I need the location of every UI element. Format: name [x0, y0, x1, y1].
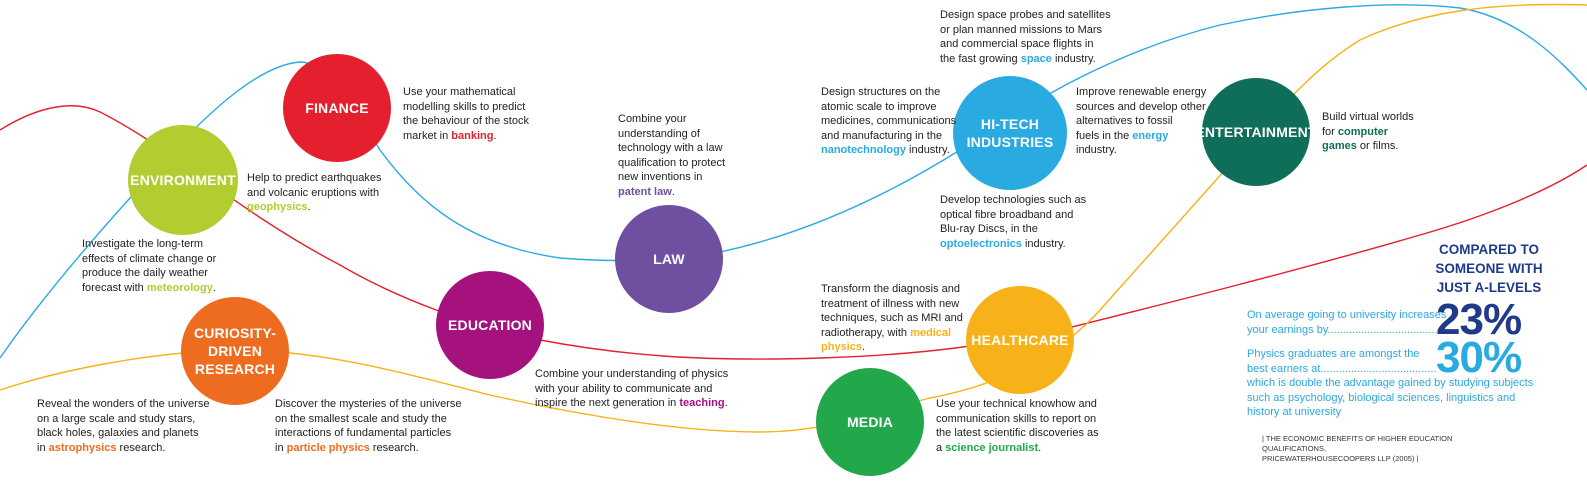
stat-value-23: 23% [1436, 295, 1522, 344]
circle-education: EDUCATION [436, 271, 544, 379]
circle-curiosity-driven-research: CURIOSITY- DRIVEN RESEARCH [181, 297, 289, 405]
desc-highlight: energy [1132, 129, 1169, 142]
stat-line-physics-graduates: Physics graduates are amongst the best e… [1247, 348, 1534, 419]
desc-finance: Use your mathematical modelling skills t… [403, 85, 553, 143]
desc-text-end: industry. [905, 144, 950, 157]
desc-nanotechnology: Design structures on the atomic scale to… [821, 85, 961, 158]
desc-highlight: banking [451, 129, 494, 142]
desc-text-end: . [724, 397, 728, 410]
desc-text-end: . [671, 185, 675, 198]
circle-healthcare: HEALTHCARE [966, 286, 1074, 394]
desc-text: Use your mathematical modelling skills t… [403, 86, 529, 142]
desc-highlight: science journalist [945, 441, 1039, 454]
circle-finance: FINANCE [283, 54, 391, 162]
desc-highlight: meteorology [146, 281, 213, 294]
desc-highlight: particle physics [286, 441, 370, 454]
desc-energy: Improve renewable energy sources and dev… [1076, 85, 1216, 158]
circle-environment: ENVIRONMENT [128, 125, 238, 235]
desc-text: Help to predict earthquakes and volcanic… [247, 172, 382, 199]
desc-text-end: . [212, 281, 216, 294]
stats-source: | THE ECONOMIC BENEFITS OF HIGHER EDUCAT… [1262, 434, 1453, 463]
desc-highlight: nanotechnology [821, 144, 906, 157]
stat-line-earnings: On average going to university increases… [1247, 309, 1447, 336]
desc-patent-law: Combine your understanding of technology… [618, 112, 748, 200]
desc-text-end: or films. [1356, 140, 1399, 153]
desc-highlight: optoelectronics [940, 237, 1022, 250]
desc-text-end: . [1038, 441, 1042, 454]
desc-text: Reveal the wonders of the universe on a … [37, 398, 210, 454]
desc-teaching: Combine your understanding of physics wi… [535, 367, 745, 411]
desc-meteorology: Investigate the long-term effects of cli… [82, 237, 242, 295]
desc-optoelectronics: Develop technologies such as optical fib… [940, 193, 1120, 251]
desc-geophysics: Help to predict earthquakes and volcanic… [247, 171, 417, 215]
desc-text: Transform the diagnosis and treatment of… [821, 283, 963, 339]
desc-medical-physics: Transform the diagnosis and treatment of… [821, 282, 971, 355]
desc-particle-physics: Discover the mysteries of the universe o… [275, 397, 485, 455]
desc-highlight: patent law [618, 185, 672, 198]
desc-text-end: . [493, 129, 497, 142]
desc-highlight: geophysics [247, 201, 308, 214]
desc-text-end: research. [116, 441, 166, 454]
circle-media: MEDIA [816, 368, 924, 476]
desc-text: Combine your understanding of physics wi… [535, 368, 729, 410]
desc-highlight: medical physics [821, 326, 952, 354]
stats-title: COMPARED TO SOMEONE WITH JUST A-LEVELS [1435, 242, 1543, 295]
desc-text-end: research. [369, 441, 419, 454]
desc-highlight: computer games [1322, 125, 1389, 153]
desc-text: Design space probes and satellites or pl… [940, 9, 1111, 65]
desc-text-end: industry. [1076, 144, 1117, 157]
circle-entertainment: ENTERTAINMENT [1195, 78, 1316, 186]
desc-text-end: . [307, 201, 311, 214]
desc-text: Build virtual worlds for [1322, 111, 1414, 138]
desc-text: Investigate the long-term effects of cli… [82, 238, 217, 294]
desc-science-journalist: Use your technical knowhow and communica… [936, 397, 1116, 455]
circle-hi-tech-industries: HI-TECH INDUSTRIES [953, 76, 1067, 190]
desc-text: Combine your understanding of technology… [618, 113, 726, 184]
desc-space: Design space probes and satellites or pl… [940, 8, 1140, 66]
desc-text: Improve renewable energy sources and dev… [1076, 86, 1207, 142]
desc-text: Design structures on the atomic scale to… [821, 86, 957, 142]
desc-text: Develop technologies such as optical fib… [940, 194, 1087, 236]
desc-highlight: space [1020, 52, 1052, 65]
desc-text-end: industry. [1051, 52, 1096, 65]
desc-highlight: teaching [679, 397, 725, 410]
desc-computer-games: Build virtual worlds for computer games … [1322, 110, 1442, 154]
desc-text-end: . [861, 341, 866, 354]
desc-astrophysics: Reveal the wonders of the universe on a … [37, 397, 237, 455]
desc-highlight: astrophysics [48, 441, 117, 454]
stat-value-30: 30% [1436, 333, 1522, 382]
desc-text: Use your technical knowhow and communica… [936, 398, 1099, 454]
desc-text: Discover the mysteries of the universe o… [275, 398, 462, 454]
desc-text-end: industry. [1021, 237, 1066, 250]
circle-law: LAW [615, 205, 723, 313]
